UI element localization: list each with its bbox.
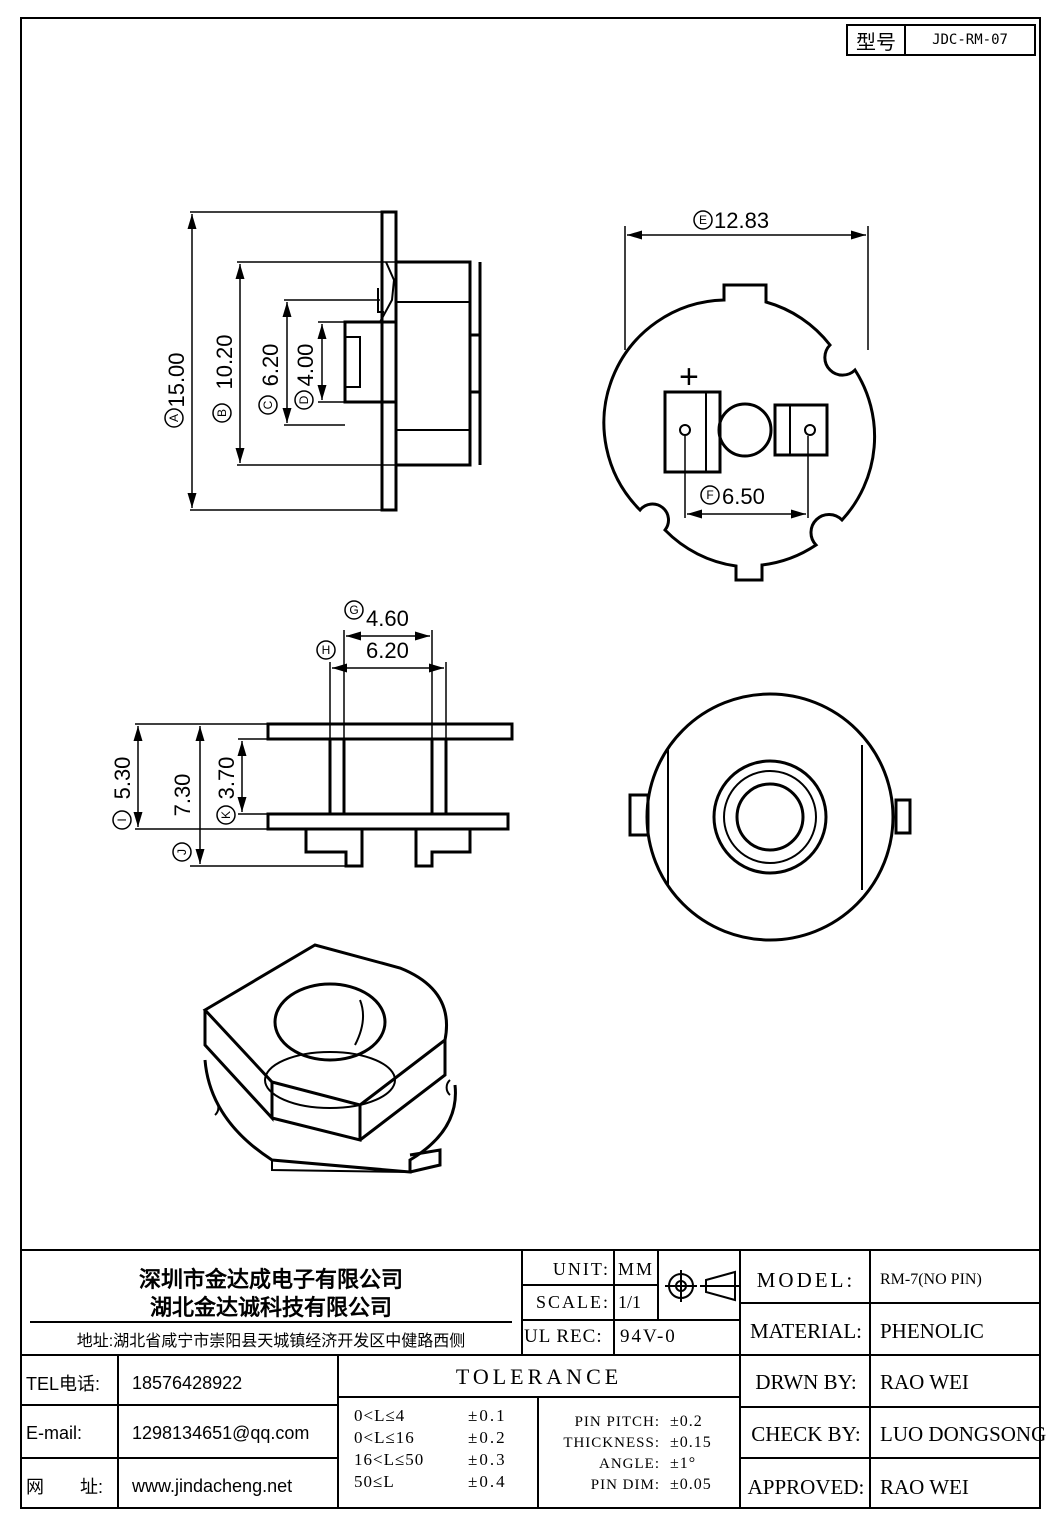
tag-d: D [294, 390, 314, 410]
svg-text:G: G [349, 603, 358, 617]
ul-rec-value: 94V-0 [620, 1326, 677, 1347]
dim-value-j: 7.30 [170, 774, 195, 817]
dim-value-c: 6.20 [258, 344, 283, 387]
email-value: 1298134651@qq.com [132, 1422, 310, 1443]
plus-polarity-mark: + [679, 358, 699, 396]
tel-value: 18576428922 [132, 1372, 243, 1393]
model-number-value: JDC-RM-07 [932, 32, 1008, 48]
tolerance-range: 50≤L [354, 1472, 395, 1491]
check-by-label: CHECK BY: [751, 1421, 861, 1446]
svg-text:I: I [115, 818, 129, 821]
model-number-box: 型号 JDC-RM-07 [846, 24, 1036, 56]
model-label: MODEL: [756, 1267, 856, 1292]
dim-value-b: 10.20 [212, 334, 237, 389]
website-label: 网 址: [26, 1477, 104, 1497]
tolerance-range-value: ±0.3 [468, 1450, 507, 1469]
tag-g: G [344, 600, 364, 620]
tolerance-range-value: ±0.2 [468, 1428, 507, 1447]
tel-label: TEL电话: [26, 1374, 101, 1394]
tag-h: H [316, 640, 336, 660]
unit-label: UNIT: [552, 1258, 610, 1279]
dim-value-k: 3.70 [214, 757, 239, 800]
tolerance-spec-value: ±0.2 [670, 1413, 703, 1430]
svg-text:A: A [167, 414, 181, 422]
tolerance-range: 0<L≤4 [354, 1406, 406, 1425]
tolerance-spec-label: ANGLE: [599, 1455, 660, 1472]
top-view [602, 226, 877, 582]
tolerance-range: 16<L≤50 [354, 1450, 425, 1469]
svg-text:F: F [706, 488, 713, 502]
svg-text:H: H [322, 643, 331, 657]
svg-text:B: B [215, 409, 229, 417]
unit-value: MM [618, 1258, 655, 1279]
title-block-grid [20, 1249, 1041, 1509]
side-view [187, 210, 482, 512]
tag-e: E [693, 210, 713, 230]
tolerance-range-value: ±0.4 [468, 1472, 507, 1491]
email-label: E-mail: [26, 1422, 83, 1443]
drawn-by-label: DRWN BY: [755, 1369, 857, 1394]
material-label: MATERIAL: [750, 1318, 862, 1343]
dim-value-d: 4.00 [293, 344, 318, 387]
drawing-frame [20, 17, 1041, 1509]
model-value: RM-7(NO PIN) [880, 1271, 982, 1288]
material-value: PHENOLIC [880, 1318, 984, 1343]
website-value: www.jindacheng.net [132, 1475, 293, 1496]
projection-symbol [665, 1270, 740, 1302]
tolerance-spec-label: THICKNESS: [563, 1434, 660, 1451]
company-name-1: 深圳市金达成电子有限公司 [138, 1267, 403, 1292]
tag-f: F [700, 485, 720, 505]
company-address: 地址:湖北省咸宁市崇阳县天城镇经济开发区中健路西侧 [76, 1333, 466, 1350]
approved-value: RAO WEI [880, 1474, 969, 1499]
dim-value-f: 6.50 [722, 484, 765, 509]
svg-text:J: J [175, 849, 189, 855]
tag-k: K [216, 805, 236, 825]
tolerance-title: TOLERANCE [455, 1364, 623, 1389]
svg-text:D: D [297, 395, 311, 404]
tag-b: B [212, 403, 232, 423]
tolerance-spec-value: ±0.15 [670, 1434, 712, 1451]
tag-j: J [172, 842, 192, 862]
scale-label: SCALE: [535, 1291, 610, 1312]
check-by-value: LUO DONGSONG [880, 1421, 1047, 1446]
drawn-by-value: RAO WEI [880, 1369, 969, 1394]
tolerance-spec-label: PIN PITCH: [574, 1413, 660, 1430]
dim-value-a: 15.00 [164, 352, 189, 407]
company-name-2: 湖北金达诚科技有限公司 [149, 1295, 392, 1320]
svg-text:K: K [219, 811, 233, 819]
dim-value-h: 6.20 [366, 638, 409, 663]
tolerance-spec-value: ±1° [670, 1455, 697, 1472]
tolerance-spec-label: PIN DIM: [590, 1476, 660, 1493]
tolerance-range: 0<L≤16 [354, 1428, 415, 1447]
dim-value-e: 12.83 [714, 208, 769, 233]
tag-a: A [164, 408, 184, 428]
svg-text:C: C [261, 400, 275, 409]
front-view [133, 630, 514, 868]
bottom-view [628, 692, 912, 942]
ul-rec-label: UL REC: [524, 1326, 603, 1347]
dim-value-i: 5.30 [110, 757, 135, 800]
model-number-label: 型号 [848, 26, 906, 54]
dim-value-g: 4.60 [366, 606, 409, 631]
tag-c: C [258, 395, 278, 415]
isometric-view [202, 943, 457, 1174]
scale-value: 1/1 [618, 1291, 642, 1312]
tag-i: I [112, 810, 132, 830]
approved-label: APPROVED: [747, 1474, 865, 1499]
tolerance-spec-value: ±0.05 [670, 1476, 712, 1493]
tolerance-range-value: ±0.1 [468, 1406, 507, 1425]
svg-text:E: E [699, 213, 707, 227]
